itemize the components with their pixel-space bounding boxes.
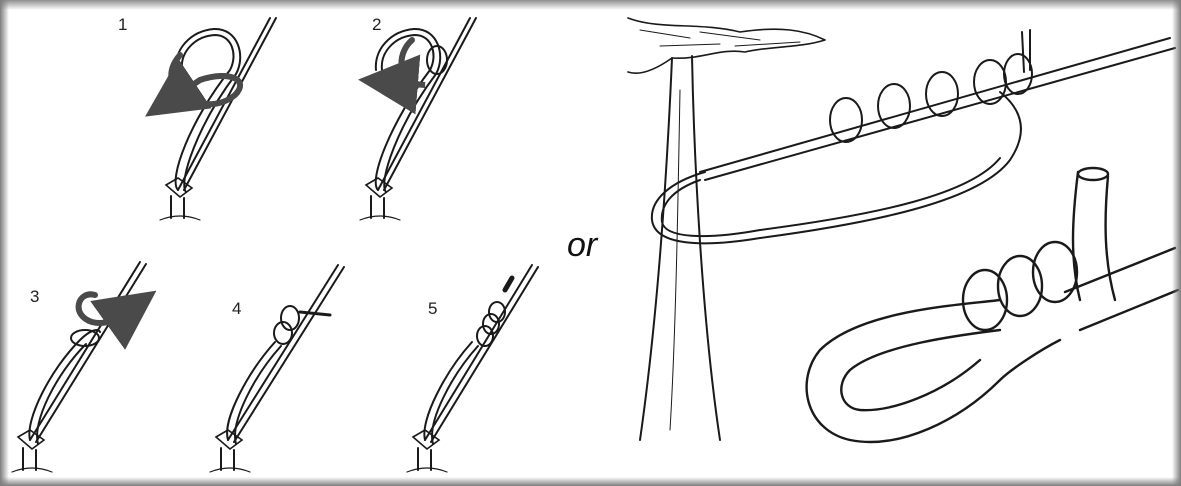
step-3-panel: 3 — [12, 262, 146, 472]
or-label: or — [567, 226, 599, 264]
step-2-panel: 2 — [360, 15, 476, 220]
tree-tie-illustration — [628, 18, 1178, 442]
step-number: 5 — [428, 299, 437, 318]
step-1-panel: 1 — [118, 15, 276, 220]
step-number: 2 — [372, 15, 381, 34]
step-number: 4 — [232, 299, 241, 318]
step-number: 1 — [118, 15, 127, 34]
step-4-panel: 4 — [210, 265, 344, 472]
step-number: 3 — [30, 287, 39, 306]
step-5-panel: 5 — [407, 265, 538, 472]
